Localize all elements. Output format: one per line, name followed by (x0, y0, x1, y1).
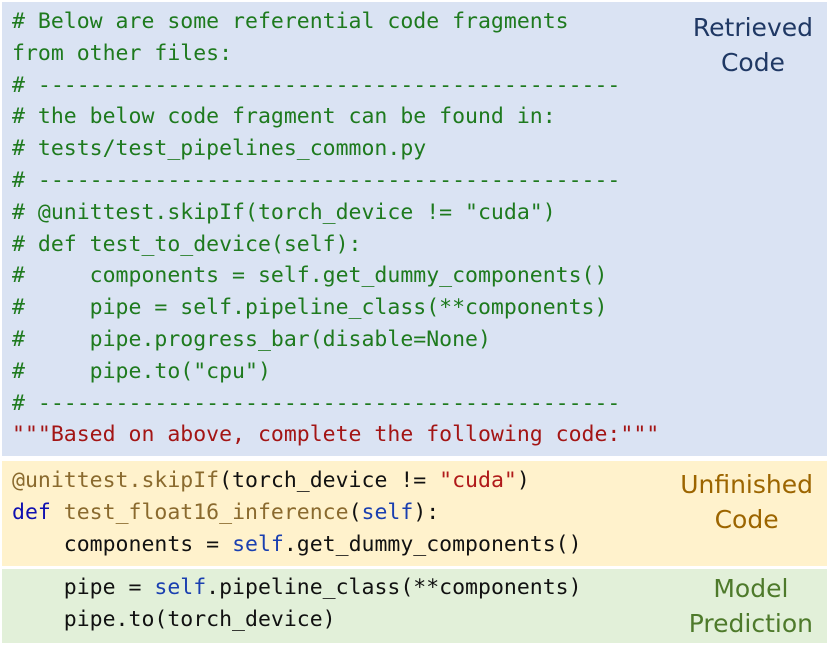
retrieved-code-line: # the below code fragment can be found i… (12, 104, 556, 130)
retrieved-code-line: # pipe.to("cpu") (12, 358, 271, 384)
model-prediction-label: Model Prediction (689, 571, 813, 641)
retrieved-code-line: # @unittest.skipIf(torch_device != "cuda… (12, 199, 556, 225)
unfinished-code-line-def: def test_float16_inference(self): (12, 497, 582, 529)
retrieved-code-line: # pipe = self.pipeline_class(**component… (12, 295, 608, 321)
retrieved-code-line: # def test_to_device(self): (12, 231, 362, 257)
close-paren-colon-token: ): (413, 499, 440, 525)
unfinished-label-line2: Code (714, 505, 779, 534)
retrieved-code-line: # --------------------------------------… (12, 72, 621, 98)
assignment-token: pipe = (12, 575, 155, 600)
unfinished-code-line-decorator: @unittest.skipIf(torch_device != "cuda") (12, 465, 582, 497)
retrieved-code-line: from other files: (12, 40, 233, 66)
retrieved-code-label: Retrieved Code (693, 10, 813, 80)
method-call-token: .pipeline_class(**components) (206, 575, 582, 600)
prediction-code-line-to: pipe.to(torch_device) (12, 606, 336, 632)
decorator-token: @unittest.skipIf (12, 468, 220, 493)
self-token: self (232, 531, 284, 557)
assignment-token: components = (12, 531, 233, 557)
unfinished-code-panel: @unittest.skipIf(torch_device != "cuda")… (2, 461, 827, 566)
retrieved-code-line: # components = self.get_dummy_components… (12, 263, 608, 289)
unfinished-code-line-components: components = self.get_dummy_components() (12, 529, 582, 561)
prediction-code-line-pipe: pipe = self.pipeline_class(**components) (12, 572, 582, 604)
prompt-line: """Based on above, complete the followin… (12, 422, 660, 448)
prediction-label-line1: Model (713, 574, 789, 603)
close-paren-token: ) (516, 468, 530, 493)
retrieved-code-panel: # Below are some referential code fragme… (2, 2, 827, 456)
model-prediction-panel: pipe = self.pipeline_class(**components)… (2, 569, 827, 643)
retrieved-code-line: # --------------------------------------… (12, 167, 621, 193)
space-token (51, 500, 64, 525)
retrieved-code-line: # Below are some referential code fragme… (12, 9, 569, 34)
unfinished-label-line1: Unfinished (680, 470, 813, 499)
def-keyword-token: def (12, 499, 51, 525)
self-token: self (154, 575, 207, 600)
unfinished-code-label: Unfinished Code (680, 467, 813, 537)
string-token: "cuda" (439, 468, 517, 493)
retrieved-code-line: # tests/test_pipelines_common.py (12, 136, 427, 162)
method-call-token: .get_dummy_components() (283, 531, 582, 557)
retrieved-label-line2: Code (720, 48, 785, 77)
open-paren-token: ( (348, 499, 362, 525)
self-param-token: self (361, 499, 414, 525)
decorator-args-token: (torch_device != (219, 468, 440, 493)
retrieved-label-line1: Retrieved (692, 13, 813, 42)
prediction-label-line2: Prediction (688, 609, 813, 638)
unfinished-code-block: @unittest.skipIf(torch_device != "cuda")… (12, 465, 582, 560)
prediction-code-block: pipe = self.pipeline_class(**components)… (12, 572, 582, 636)
retrieved-code-line: # --------------------------------------… (12, 390, 621, 416)
function-name-token: test_float16_inference (63, 499, 349, 525)
retrieved-code-block: # Below are some referential code fragme… (12, 6, 659, 451)
retrieved-code-line: # pipe.progress_bar(disable=None) (12, 326, 491, 352)
